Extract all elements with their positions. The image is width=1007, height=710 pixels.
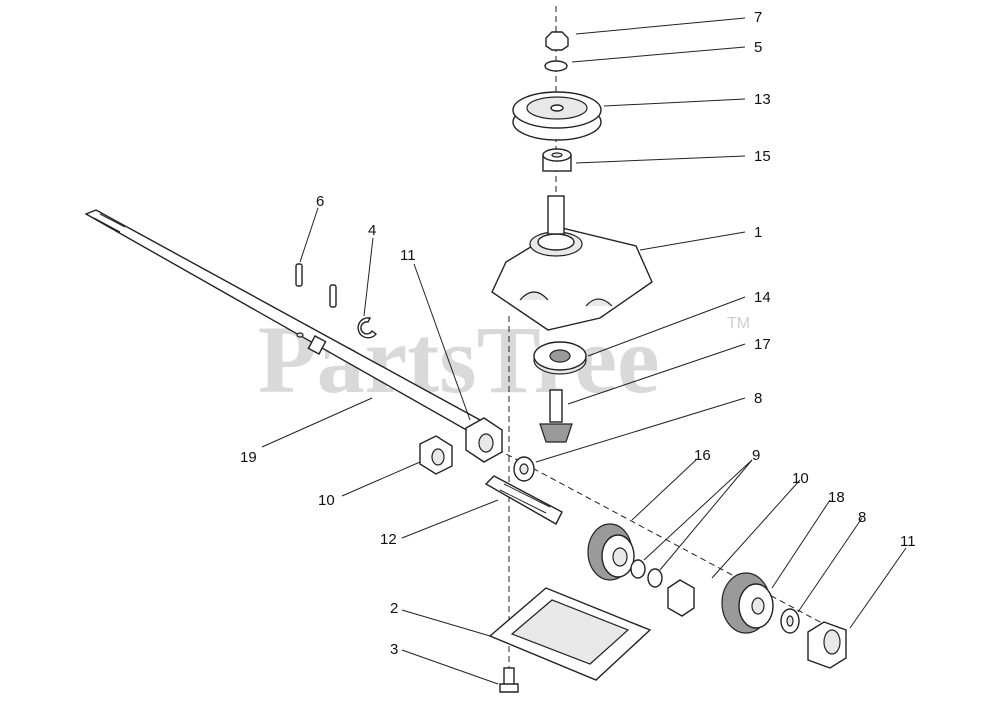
- part-8-washer-right-hole: [786, 615, 794, 627]
- callout-1[interactable]: 1: [754, 224, 762, 241]
- part-11-bushing-left[interactable]: [465, 417, 503, 463]
- assembly-axis-horizontal: [479, 439, 836, 631]
- callout-5[interactable]: 5: [754, 39, 762, 56]
- part-9-washer-a[interactable]: [630, 559, 646, 579]
- callouts: 7 5 13 15 1 14 17 8 6 4 11 19 10 12 16 9…: [240, 9, 916, 658]
- part-9-washer-b[interactable]: [647, 568, 663, 588]
- part-15-spacer[interactable]: [542, 148, 572, 172]
- part-10-bushing-left[interactable]: [419, 435, 453, 475]
- callout-7[interactable]: 7: [754, 9, 762, 26]
- part-13-pulley[interactable]: [512, 91, 602, 141]
- part-6-roll-pins[interactable]: [295, 263, 337, 308]
- part-17-pinion[interactable]: [539, 389, 573, 443]
- part-8-washer-left-hole: [519, 463, 529, 475]
- callout-16[interactable]: 16: [694, 447, 711, 464]
- watermark: PartsTree TM: [258, 306, 750, 413]
- callout-2[interactable]: 2: [390, 600, 398, 617]
- part-1-gearbox-housing[interactable]: [491, 195, 653, 331]
- part-16-drive-gear[interactable]: [587, 523, 635, 581]
- callout-4[interactable]: 4: [368, 222, 376, 239]
- callout-19[interactable]: 19: [240, 449, 257, 466]
- callout-15[interactable]: 15: [754, 148, 771, 165]
- callout-12[interactable]: 12: [380, 531, 397, 548]
- callout-3[interactable]: 3: [390, 641, 398, 658]
- callout-11-right[interactable]: 11: [900, 533, 916, 550]
- watermark-trademark: TM: [727, 315, 750, 332]
- callout-17[interactable]: 17: [754, 336, 771, 353]
- callout-8-upper[interactable]: 8: [754, 390, 762, 407]
- part-11-bushing-right[interactable]: [807, 621, 847, 669]
- callout-18[interactable]: 18: [828, 489, 845, 506]
- part-10-bushing-right[interactable]: [667, 579, 695, 617]
- part-14-bearing[interactable]: [533, 341, 587, 375]
- part-5-washer[interactable]: [544, 60, 568, 72]
- part-7-nut[interactable]: [545, 31, 569, 51]
- watermark-text: PartsTree: [258, 306, 660, 413]
- callout-9[interactable]: 9: [752, 447, 760, 464]
- callout-10-left[interactable]: 10: [318, 492, 335, 509]
- callout-8-lower[interactable]: 8: [858, 509, 866, 526]
- callout-13[interactable]: 13: [754, 91, 771, 108]
- callout-6[interactable]: 6: [316, 193, 324, 210]
- callout-10-right[interactable]: 10: [792, 470, 809, 487]
- part-18-gear[interactable]: [721, 572, 774, 634]
- callout-11-left[interactable]: 11: [400, 247, 416, 264]
- part-4-e-clip[interactable]: [357, 317, 377, 339]
- callout-14[interactable]: 14: [754, 289, 771, 306]
- part-3-bolt[interactable]: [499, 667, 519, 693]
- part-2-cover-plate[interactable]: [488, 587, 652, 681]
- part-12-splined-shaft[interactable]: [484, 475, 563, 525]
- leader-lines: [261, 17, 907, 685]
